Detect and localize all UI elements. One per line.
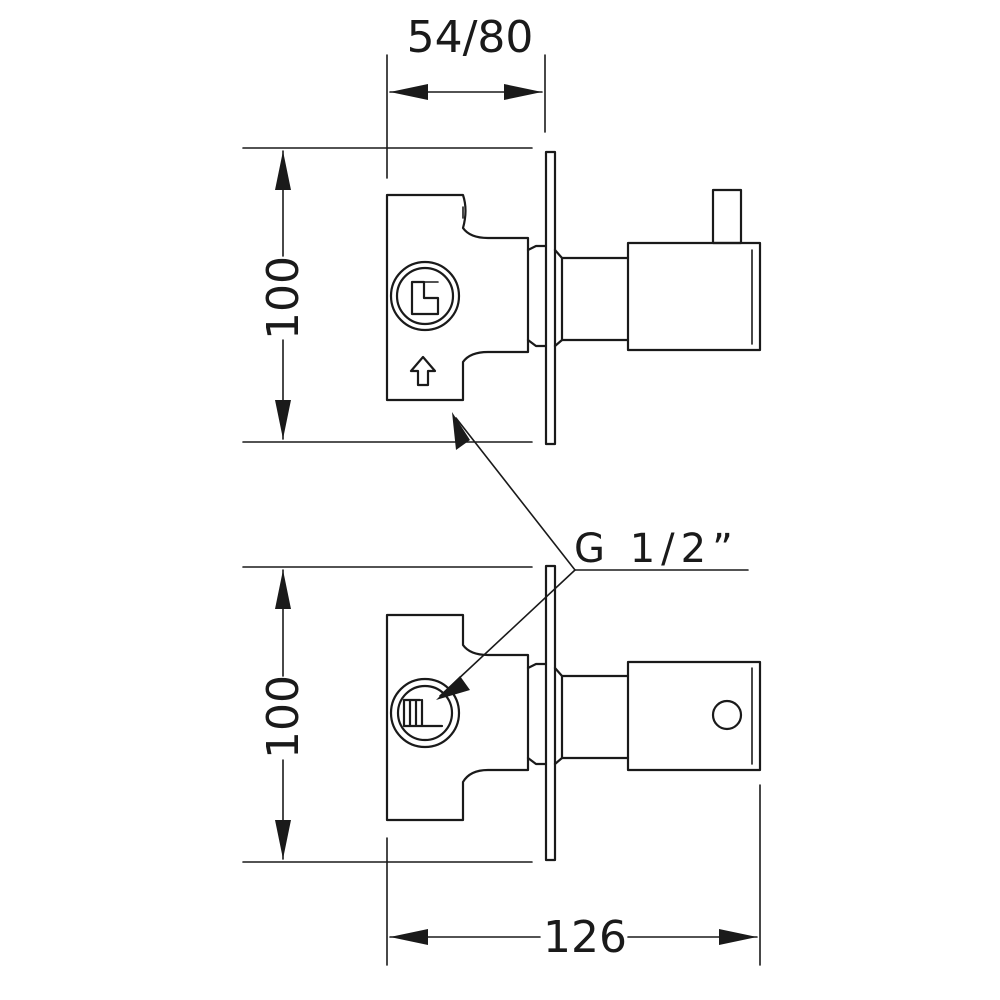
top-valve-body xyxy=(385,193,530,402)
bottom-view: 100 126 xyxy=(242,564,762,966)
thread-label: G 1/2” xyxy=(574,526,739,572)
top-port-outer xyxy=(389,260,461,332)
top-width-label: 54/80 xyxy=(407,12,534,63)
top-width-arrow-left xyxy=(390,84,428,100)
bottom-collar-right xyxy=(553,666,564,766)
top-wall-plate xyxy=(544,150,557,446)
flow-direction-arrow-icon xyxy=(409,355,437,387)
bottom-length-arrow-left xyxy=(390,929,428,945)
top-port-inner xyxy=(395,266,455,326)
bottom-port-inner xyxy=(396,684,454,742)
bottom-port-outer xyxy=(389,677,461,749)
bottom-wall-plate xyxy=(544,564,557,862)
thread-leader-bottom-arrow xyxy=(436,676,470,700)
thread-leader-bottom xyxy=(439,569,576,697)
thread-callout: G 1/2” xyxy=(436,412,749,700)
bottom-height-arrow-down xyxy=(275,820,291,859)
bottom-valve-body xyxy=(385,613,530,822)
top-handle-body xyxy=(626,241,762,352)
bottom-collar xyxy=(526,662,548,766)
bottom-handle-hole xyxy=(711,699,743,731)
top-handle-lever xyxy=(711,188,743,245)
thread-leader-top xyxy=(455,417,576,571)
top-height-arrow-down xyxy=(275,400,291,439)
bottom-height-arrow-up xyxy=(275,570,291,609)
bottom-handle-body xyxy=(626,660,762,772)
top-collar xyxy=(526,244,548,348)
bottom-height-label: 100 xyxy=(258,675,309,759)
thread-leader-top-arrow xyxy=(452,412,470,450)
top-width-arrow-right xyxy=(504,84,542,100)
bottom-port-insert xyxy=(402,698,444,728)
top-collar-right xyxy=(553,248,564,348)
top-port-insert xyxy=(410,280,440,316)
top-height-label: 100 xyxy=(258,256,309,340)
bottom-length-arrow-right xyxy=(719,929,757,945)
bottom-length-label: 126 xyxy=(543,912,627,963)
top-height-arrow-up xyxy=(275,151,291,190)
top-view: 54/80 100 xyxy=(242,12,762,446)
